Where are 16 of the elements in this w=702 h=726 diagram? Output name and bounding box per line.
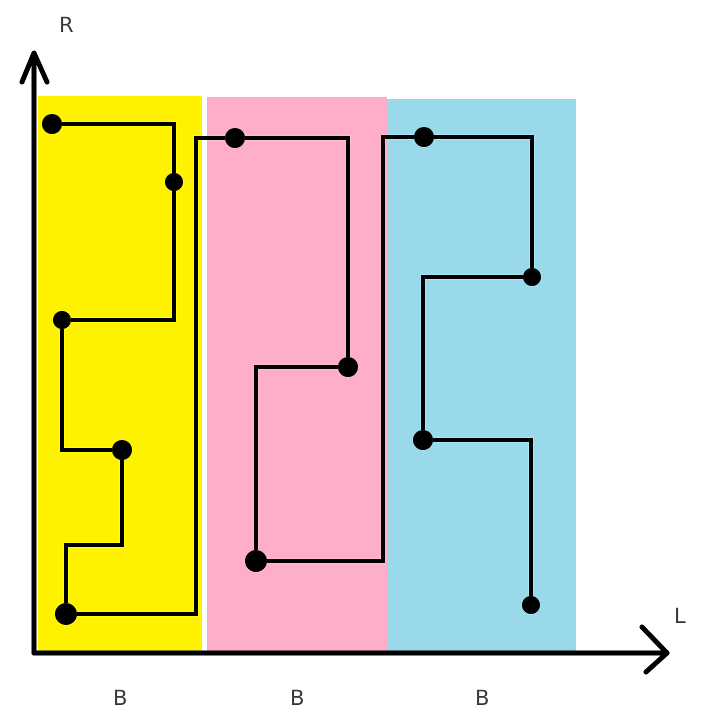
- connector-line: [64, 460, 124, 603]
- band-label: B: [475, 688, 490, 709]
- band-label: B: [113, 688, 128, 709]
- connector-line: [245, 136, 350, 357]
- connector-line: [77, 136, 225, 616]
- axis-label: L: [674, 606, 686, 627]
- connector-line: [421, 275, 523, 430]
- connector-line: [433, 438, 533, 596]
- connector-line: [62, 122, 176, 173]
- axis-label: R: [59, 15, 74, 36]
- connector-line: [60, 329, 112, 452]
- connector-line: [71, 191, 176, 322]
- connector-line: [434, 135, 534, 268]
- connector-line: [254, 365, 338, 550]
- band-label: B: [290, 688, 304, 709]
- connector-line: [267, 135, 414, 563]
